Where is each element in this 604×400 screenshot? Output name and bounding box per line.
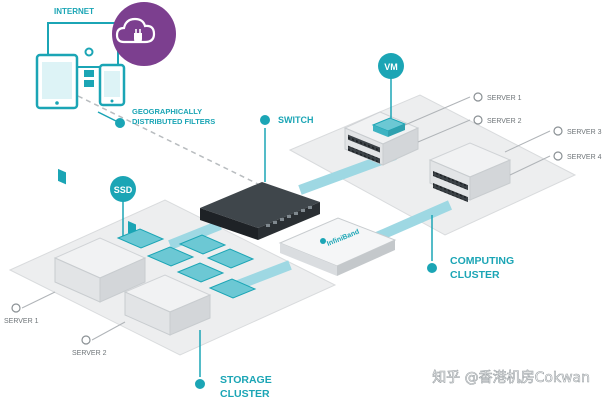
internet-label: INTERNET bbox=[54, 7, 94, 16]
computing-label-line1: COMPUTING bbox=[450, 255, 514, 267]
watermark: 知乎 @香港机房Cokwan bbox=[432, 369, 590, 386]
switch-marker bbox=[258, 113, 272, 127]
switch-label: SWITCH bbox=[278, 115, 314, 125]
ssd-label: SSD bbox=[114, 185, 133, 195]
cloud-plug-icon bbox=[112, 2, 176, 66]
connector-icon bbox=[84, 47, 94, 87]
computing-server-4-label: SERVER 4 bbox=[567, 154, 602, 161]
infiniband-logo bbox=[320, 238, 326, 244]
geo-label-line1: GEOGRAPHICALLY bbox=[132, 107, 202, 116]
storage-marker bbox=[193, 377, 207, 391]
server-callout-lines bbox=[21, 96, 551, 378]
server-callout-dots bbox=[11, 92, 563, 345]
geo-label-line2: DISTRIBUTED FILTERS bbox=[132, 117, 215, 126]
storage-server-1-label: SERVER 1 bbox=[4, 318, 39, 325]
internet-devices bbox=[35, 2, 176, 128]
server-rack-2 bbox=[428, 142, 512, 203]
storage-label-line1: STORAGE bbox=[220, 374, 272, 386]
computing-server-2-label: SERVER 2 bbox=[487, 118, 522, 125]
phone-icon bbox=[98, 63, 126, 107]
internet-dashed-line bbox=[77, 95, 263, 187]
storage-server-2 bbox=[123, 220, 212, 336]
storage-server-2-label: SERVER 2 bbox=[72, 350, 107, 357]
infiniband-device bbox=[278, 217, 397, 276]
computing-marker bbox=[425, 261, 439, 275]
storage-platform bbox=[8, 199, 337, 356]
link-switch-storage bbox=[168, 220, 222, 250]
switch-device bbox=[200, 128, 320, 240]
vm-badge bbox=[378, 53, 404, 79]
vm-label: VM bbox=[384, 62, 398, 72]
ssd-drives bbox=[116, 228, 257, 299]
tablet-icon bbox=[35, 53, 79, 110]
ssd-badge bbox=[110, 176, 136, 202]
filter-node-icon bbox=[97, 111, 125, 128]
storage-label-line2: CLUSTER bbox=[220, 388, 270, 400]
computing-label-line2: CLUSTER bbox=[450, 269, 500, 281]
storage-server-1 bbox=[53, 168, 147, 303]
computing-server-3-label: SERVER 3 bbox=[567, 129, 602, 136]
computing-server-1-label: SERVER 1 bbox=[487, 95, 522, 102]
server-rack-1 bbox=[343, 111, 420, 166]
link-infiniband-computing bbox=[367, 200, 453, 245]
